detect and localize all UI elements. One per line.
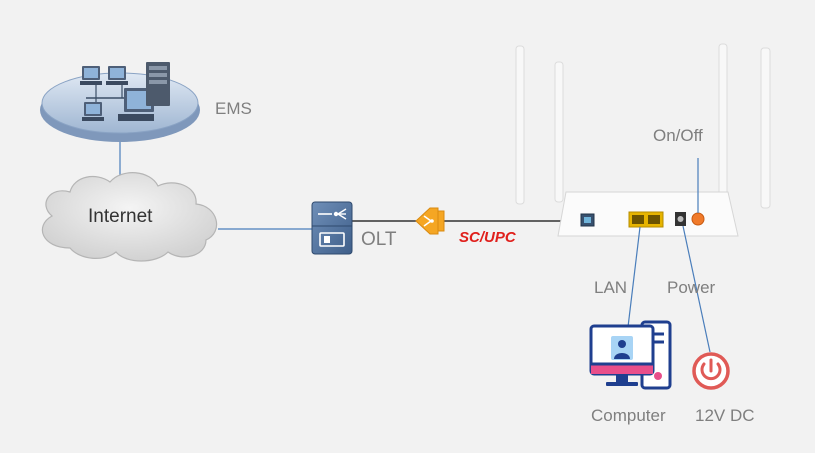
olt-device-icon xyxy=(311,201,353,255)
wifi-router-icon xyxy=(515,43,771,237)
on-off-label: On/Off xyxy=(653,126,703,145)
power-icon xyxy=(692,352,730,390)
desktop-computer-icon xyxy=(589,320,672,390)
internet-label: Internet xyxy=(88,206,153,227)
lan-label: LAN xyxy=(594,278,628,297)
olt-label: OLT xyxy=(361,229,397,250)
server-network-icon xyxy=(40,62,200,142)
computer-label: Computer xyxy=(591,406,666,425)
cloud-icon xyxy=(41,172,218,262)
power-link xyxy=(682,225,711,353)
fiber-connector-icon xyxy=(415,207,445,235)
ems-label: EMS xyxy=(215,99,252,118)
connector-label: SC/UPC xyxy=(459,229,516,246)
dc-label: 12V DC xyxy=(695,406,755,425)
lan-link xyxy=(627,226,641,328)
power-label: Power xyxy=(667,278,716,297)
